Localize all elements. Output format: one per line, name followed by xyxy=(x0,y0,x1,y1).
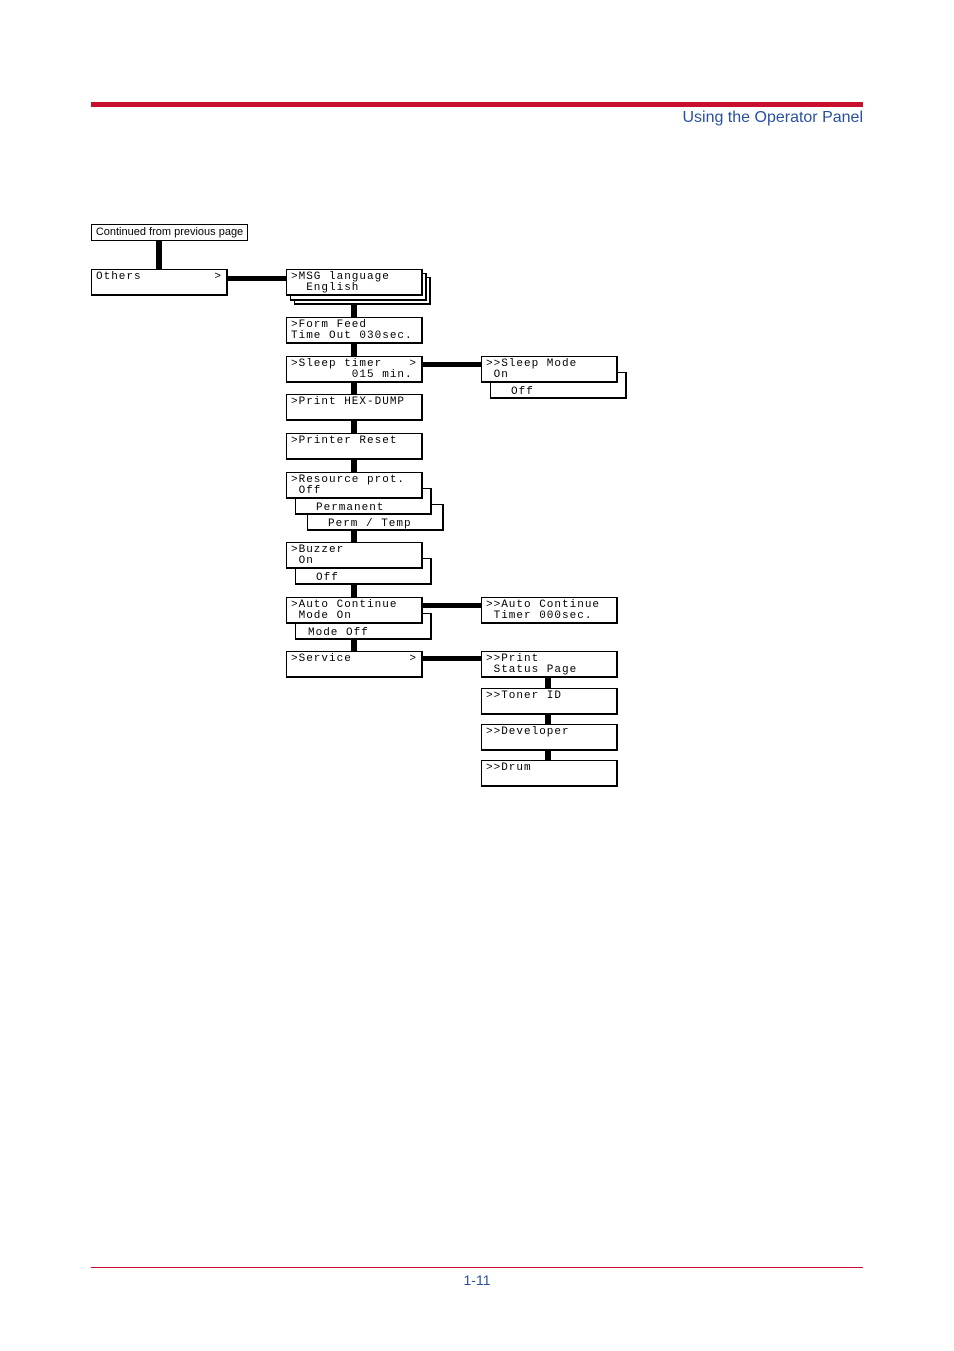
option-value: Mode Off xyxy=(308,627,369,639)
connector-spine xyxy=(351,640,357,651)
submenu-arrow: > xyxy=(409,653,417,665)
menu-line: >Form Feed xyxy=(291,319,368,331)
connector-spine xyxy=(351,585,357,597)
menu-line: >>Print xyxy=(486,653,540,665)
menu-box-toner-id: >>Toner ID xyxy=(481,688,618,715)
menu-box-drum: >>Drum xyxy=(481,760,618,787)
menu-box-sleep-timer: >Sleep timer 015 min. > xyxy=(286,356,423,383)
menu-box-resource-prot: >Resource prot. Off xyxy=(286,472,423,499)
menu-box-print-hex-dump: >Print HEX-DUMP xyxy=(286,394,423,421)
connector-spine xyxy=(351,383,357,394)
menu-value: English xyxy=(291,282,360,294)
connector-sleep-mode xyxy=(423,362,481,367)
menu-value: Status Page xyxy=(486,664,578,676)
continued-label: Continued from previous page xyxy=(91,224,248,241)
menu-value: 015 min. xyxy=(291,369,413,381)
menu-box-form-feed: >Form Feed Time Out 030sec. xyxy=(286,317,423,344)
menu-line: >>Drum xyxy=(486,762,532,774)
menu-box-auto-continue-timer: >>Auto Continue Timer 000sec. xyxy=(481,597,618,624)
menu-box-service: >Service > xyxy=(286,651,423,678)
menu-box-buzzer: >Buzzer On xyxy=(286,542,423,569)
menu-value: On xyxy=(486,369,509,381)
menu-line: >Auto Continue xyxy=(291,599,398,611)
connector-spine xyxy=(351,344,357,356)
menu-line: >>Sleep Mode xyxy=(486,358,578,370)
menu-box-msg-language: >MSG language English xyxy=(286,269,423,296)
menu-line: >Print HEX-DUMP xyxy=(291,396,406,408)
connector-service-spine xyxy=(545,751,551,760)
connector-service xyxy=(423,656,481,661)
footer-rule xyxy=(91,1267,863,1268)
menu-line: >MSG language xyxy=(291,271,390,283)
menu-line: >>Auto Continue xyxy=(486,599,601,611)
connector-auto-timer xyxy=(423,603,481,608)
menu-box-print-status-page: >>Print Status Page xyxy=(481,651,618,678)
submenu-arrow: > xyxy=(409,358,417,370)
section-title: Using the Operator Panel xyxy=(682,109,863,126)
option-value: Off xyxy=(316,572,339,584)
connector-spine xyxy=(351,305,357,318)
menu-line: >Sleep timer xyxy=(291,358,383,370)
menu-line: >Resource prot. xyxy=(291,474,406,486)
header-rule xyxy=(91,102,863,107)
option-value: Permanent xyxy=(316,502,385,514)
menu-box-others: Others > xyxy=(91,269,228,296)
connector-continued-others xyxy=(156,241,162,269)
connector-spine xyxy=(351,460,357,472)
menu-value: Timer 000sec. xyxy=(486,610,593,622)
menu-line: >Service xyxy=(291,653,352,665)
menu-line: >>Developer xyxy=(486,726,570,738)
menu-label-others: Others xyxy=(96,271,142,283)
menu-value: Time Out 030sec. xyxy=(291,330,413,342)
menu-line: >Printer Reset xyxy=(291,435,398,447)
menu-line: >>Toner ID xyxy=(486,690,563,702)
menu-value: Mode On xyxy=(291,610,352,622)
connector-spine xyxy=(351,421,357,433)
page-number: 1-11 xyxy=(463,1272,491,1288)
option-value: Perm / Temp xyxy=(328,518,412,530)
option-value: Off xyxy=(511,386,534,398)
connector-others-msg xyxy=(228,276,286,281)
menu-value: On xyxy=(291,555,314,567)
menu-line: >Buzzer xyxy=(291,544,345,556)
connector-service-spine xyxy=(545,678,551,688)
menu-box-developer: >>Developer xyxy=(481,724,618,751)
menu-box-sleep-mode: >>Sleep Mode On xyxy=(481,356,618,383)
connector-spine xyxy=(351,530,357,542)
connector-service-spine xyxy=(545,715,551,724)
menu-box-auto-continue: >Auto Continue Mode On xyxy=(286,597,423,624)
submenu-arrow: > xyxy=(214,271,222,283)
menu-box-printer-reset: >Printer Reset xyxy=(286,433,423,460)
menu-value: Off xyxy=(291,485,322,497)
